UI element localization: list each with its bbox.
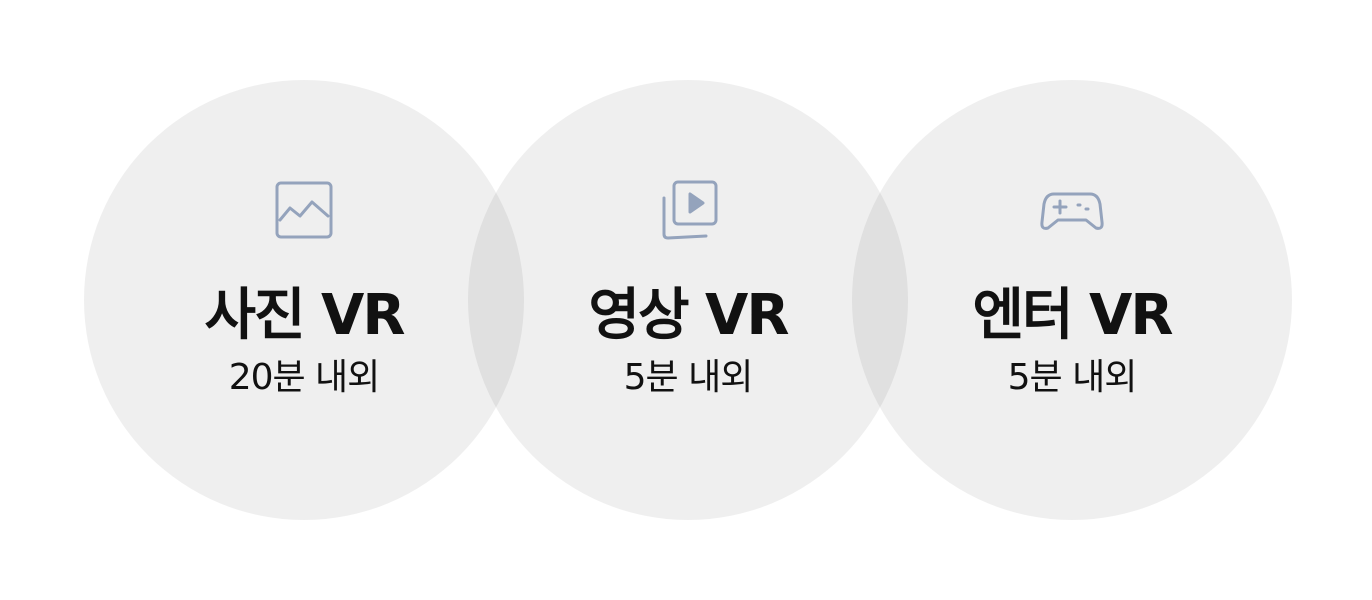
card-title: 사진 VR: [204, 283, 406, 348]
image-icon: [275, 181, 333, 239]
card-duration: 20분 내외: [228, 357, 381, 398]
card-circle-photo: [84, 80, 524, 520]
card-enter-vr[interactable]: 엔터 VR 5분 내외: [852, 80, 1292, 520]
video-gallery-icon: [662, 180, 718, 240]
gamepad-icon: [1040, 192, 1104, 230]
card-circle-video: [468, 80, 908, 520]
card-title: 엔터 VR: [972, 283, 1174, 348]
card-video-vr[interactable]: 영상 VR 5분 내외: [468, 80, 908, 520]
card-title: 영상 VR: [588, 283, 790, 348]
card-duration: 5분 내외: [1007, 357, 1138, 398]
card-duration: 5분 내외: [623, 357, 754, 398]
card-photo-vr[interactable]: 사진 VR 20분 내외: [84, 80, 524, 520]
card-circle-enter: [852, 80, 1292, 520]
